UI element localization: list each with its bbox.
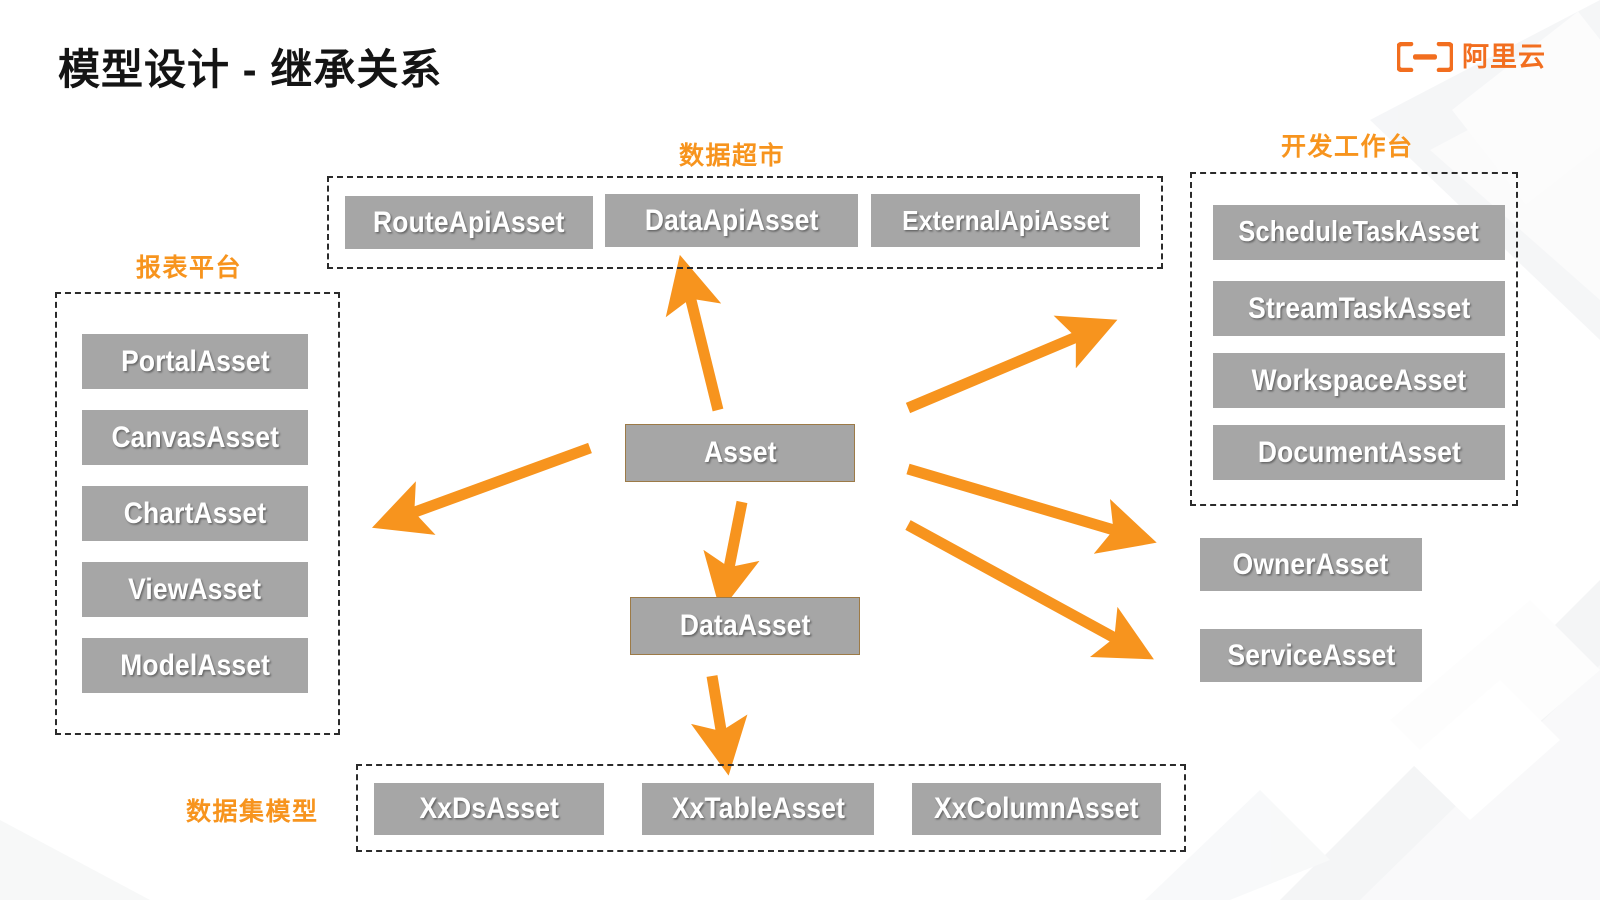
arrow-asset-to-report-platform (371, 442, 592, 535)
brand-name: 阿里云 (1462, 41, 1546, 72)
node-label: ExternalApiAsset (902, 204, 1109, 236)
asset-node-report-platform-3[interactable]: ViewAsset (82, 562, 308, 617)
group-container-report-platform (55, 292, 340, 735)
asset-node-report-platform-0[interactable]: PortalAsset (82, 334, 308, 389)
asset-node-root[interactable]: Asset (625, 424, 855, 482)
node-label: DataApiAsset (644, 203, 819, 237)
arrow-asset-to-owner-asset (906, 463, 1157, 554)
page-title: 模型设计 - 继承关系 (58, 46, 443, 93)
node-label: PortalAsset (120, 344, 270, 378)
node-label: WorkspaceAsset (1251, 363, 1467, 397)
arrow-asset-to-data-supermarket (665, 254, 724, 412)
arrow-asset-to-dev-workbench (905, 315, 1118, 414)
asset-node-data-supermarket-2[interactable]: ExternalApiAsset (871, 194, 1140, 247)
arrow-asset-to-data-asset (703, 500, 760, 612)
node-label: RouteApiAsset (373, 205, 565, 239)
asset-node-dev-workbench-1[interactable]: StreamTaskAsset (1213, 281, 1505, 336)
node-label: StreamTaskAsset (1247, 291, 1471, 325)
node-label: XxColumnAsset (934, 792, 1139, 825)
node-label: ModelAsset (120, 648, 270, 682)
node-label: ServiceAsset (1227, 638, 1395, 672)
asset-node-dev-workbench-3[interactable]: DocumentAsset (1213, 425, 1505, 480)
node-label: ScheduleTaskAsset (1238, 216, 1480, 248)
asset-node-dataset-model-2[interactable]: XxColumnAsset (912, 783, 1161, 835)
arrow-asset-to-service-asset (905, 520, 1154, 660)
node-label: DataAsset (679, 609, 811, 642)
group-container-data-supermarket (327, 176, 1163, 269)
node-label: XxTableAsset (671, 792, 845, 825)
group-label-dev-workbench: 开发工作台 (1281, 133, 1414, 161)
alibaba-cloud-bracket-icon (1397, 42, 1453, 72)
asset-node-report-platform-1[interactable]: CanvasAsset (82, 410, 308, 465)
asset-node-dataset-model-1[interactable]: XxTableAsset (642, 783, 874, 835)
node-label: ViewAsset (128, 572, 262, 606)
asset-node-data-supermarket-1[interactable]: DataApiAsset (605, 194, 858, 247)
group-label-dataset-model: 数据集模型 (186, 798, 319, 826)
node-label: DocumentAsset (1257, 435, 1461, 469)
asset-node-dev-workbench-0[interactable]: ScheduleTaskAsset (1213, 205, 1505, 260)
node-label: CanvasAsset (111, 420, 279, 454)
asset-node-dev-workbench-2[interactable]: WorkspaceAsset (1213, 353, 1505, 408)
node-label: XxDsAsset (419, 792, 559, 825)
node-label: ChartAsset (123, 496, 267, 530)
group-label-data-supermarket: 数据超市 (679, 142, 786, 170)
asset-node-standalone-0[interactable]: OwnerAsset (1200, 538, 1422, 591)
asset-node-data-supermarket-0[interactable]: RouteApiAsset (345, 196, 593, 249)
node-label: Asset (703, 436, 777, 469)
group-label-report-platform: 报表平台 (136, 254, 243, 282)
asset-node-report-platform-2[interactable]: ChartAsset (82, 486, 308, 541)
brand-logo: 阿里云 (1397, 42, 1546, 72)
asset-node-standalone-1[interactable]: ServiceAsset (1200, 629, 1422, 682)
node-label: OwnerAsset (1233, 547, 1389, 581)
asset-node-dataset-model-0[interactable]: XxDsAsset (374, 783, 604, 835)
asset-node-data-asset[interactable]: DataAsset (630, 597, 860, 655)
asset-node-report-platform-4[interactable]: ModelAsset (82, 638, 308, 693)
arrow-data-asset-to-dataset (690, 675, 748, 776)
